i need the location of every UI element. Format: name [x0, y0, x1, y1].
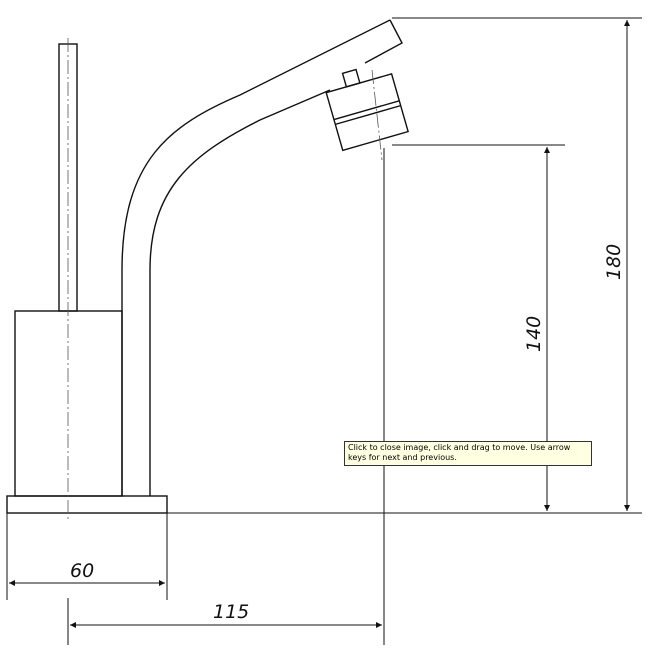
spout-inner-curve — [149, 89, 331, 496]
image-viewer-tooltip[interactable]: Click to close image, click and drag to … — [344, 441, 592, 466]
aerator — [325, 68, 409, 152]
dimension-label-180: 180 — [603, 244, 625, 280]
dimension-label-115: 115 — [213, 601, 249, 623]
base-plate — [6, 495, 168, 514]
dimension-label-140: 140 — [523, 316, 545, 352]
spout-outer-curve — [121, 19, 391, 496]
spout-tip — [364, 19, 403, 64]
centerline-aerator — [371, 69, 383, 161]
faucet-body — [14, 310, 123, 497]
dimension-label-60: 60 — [70, 560, 94, 582]
